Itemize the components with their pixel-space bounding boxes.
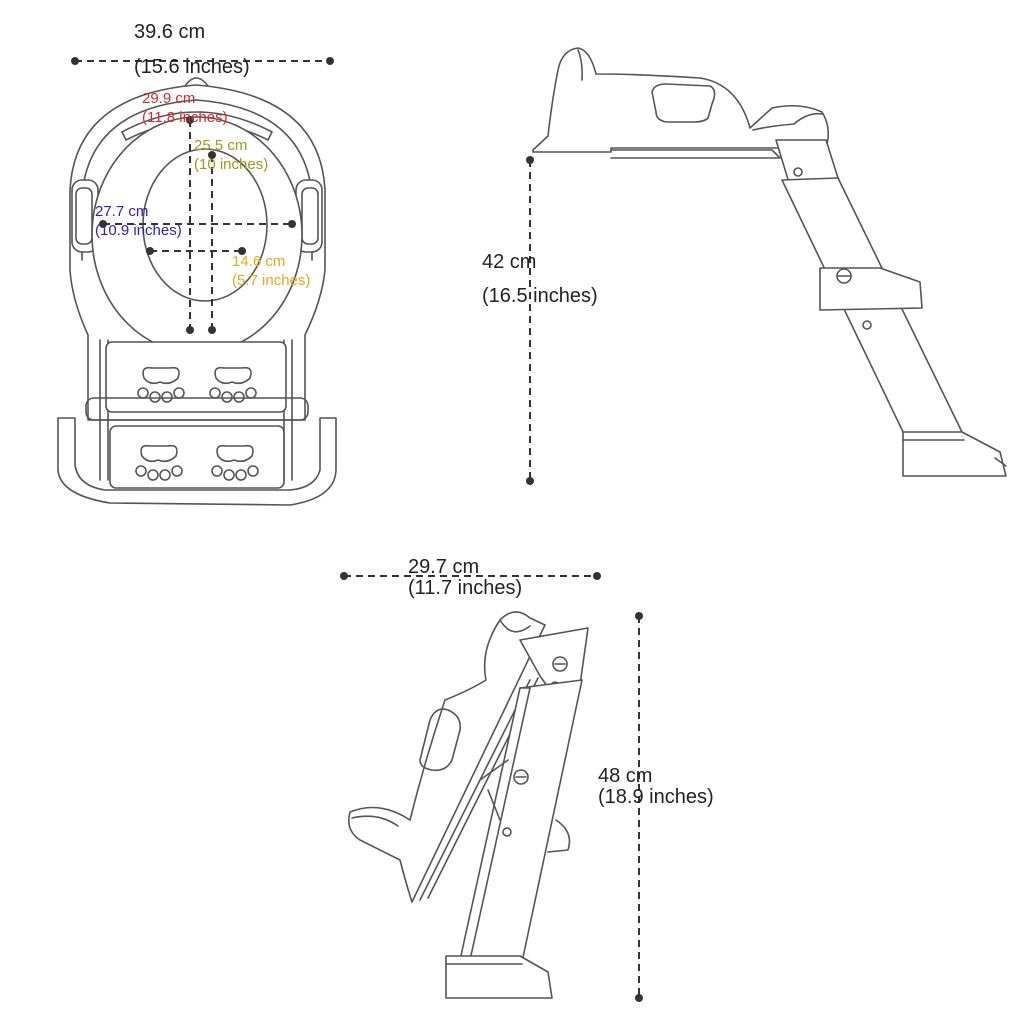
opening-width-metric-label: 14.6 cm (232, 253, 285, 270)
folded-depth-imperial-label: (11.7 inches) (408, 577, 522, 599)
seat-opening-length-metric-label: 25.5 cm (194, 137, 247, 154)
top-view-drawing (57, 77, 337, 506)
folded-height-imperial-label: (18.9 inches) (598, 786, 714, 808)
top-view-dimension-lines (71, 57, 334, 334)
side-view-dimension-lines (526, 156, 534, 485)
opening-width-imperial-label: (5.7 inches) (232, 272, 310, 289)
folded-view-dimension-lines (340, 572, 643, 1002)
paw-print-icon (209, 366, 257, 403)
folded-view-drawing (347, 611, 589, 999)
seat-outer-width-imperial-label: (11.8 inches) (142, 109, 228, 126)
side-view-drawing (532, 47, 1007, 477)
paw-print-icon (135, 444, 183, 481)
seat-outer-width-metric-label: 29.9 cm (142, 90, 195, 107)
seat-inner-width-metric-label: 27.7 cm (95, 203, 148, 220)
seat-inner-width-imperial-label: (10.9 inches) (95, 222, 182, 239)
overall-width-imperial-label: (15.6 inches) (134, 56, 250, 78)
seat-opening-length-imperial-label: (10 inches) (194, 156, 268, 173)
folded-depth-metric-label: 29.7 cm (408, 556, 479, 578)
seat-height-metric-label: 42 cm (482, 251, 536, 273)
paw-print-icon (137, 366, 185, 403)
overall-width-metric-label: 39.6 cm (134, 21, 205, 43)
paw-print-icon (211, 444, 259, 481)
folded-height-metric-label: 48 cm (598, 765, 652, 787)
seat-height-imperial-label: (16.5 inches) (482, 285, 598, 307)
